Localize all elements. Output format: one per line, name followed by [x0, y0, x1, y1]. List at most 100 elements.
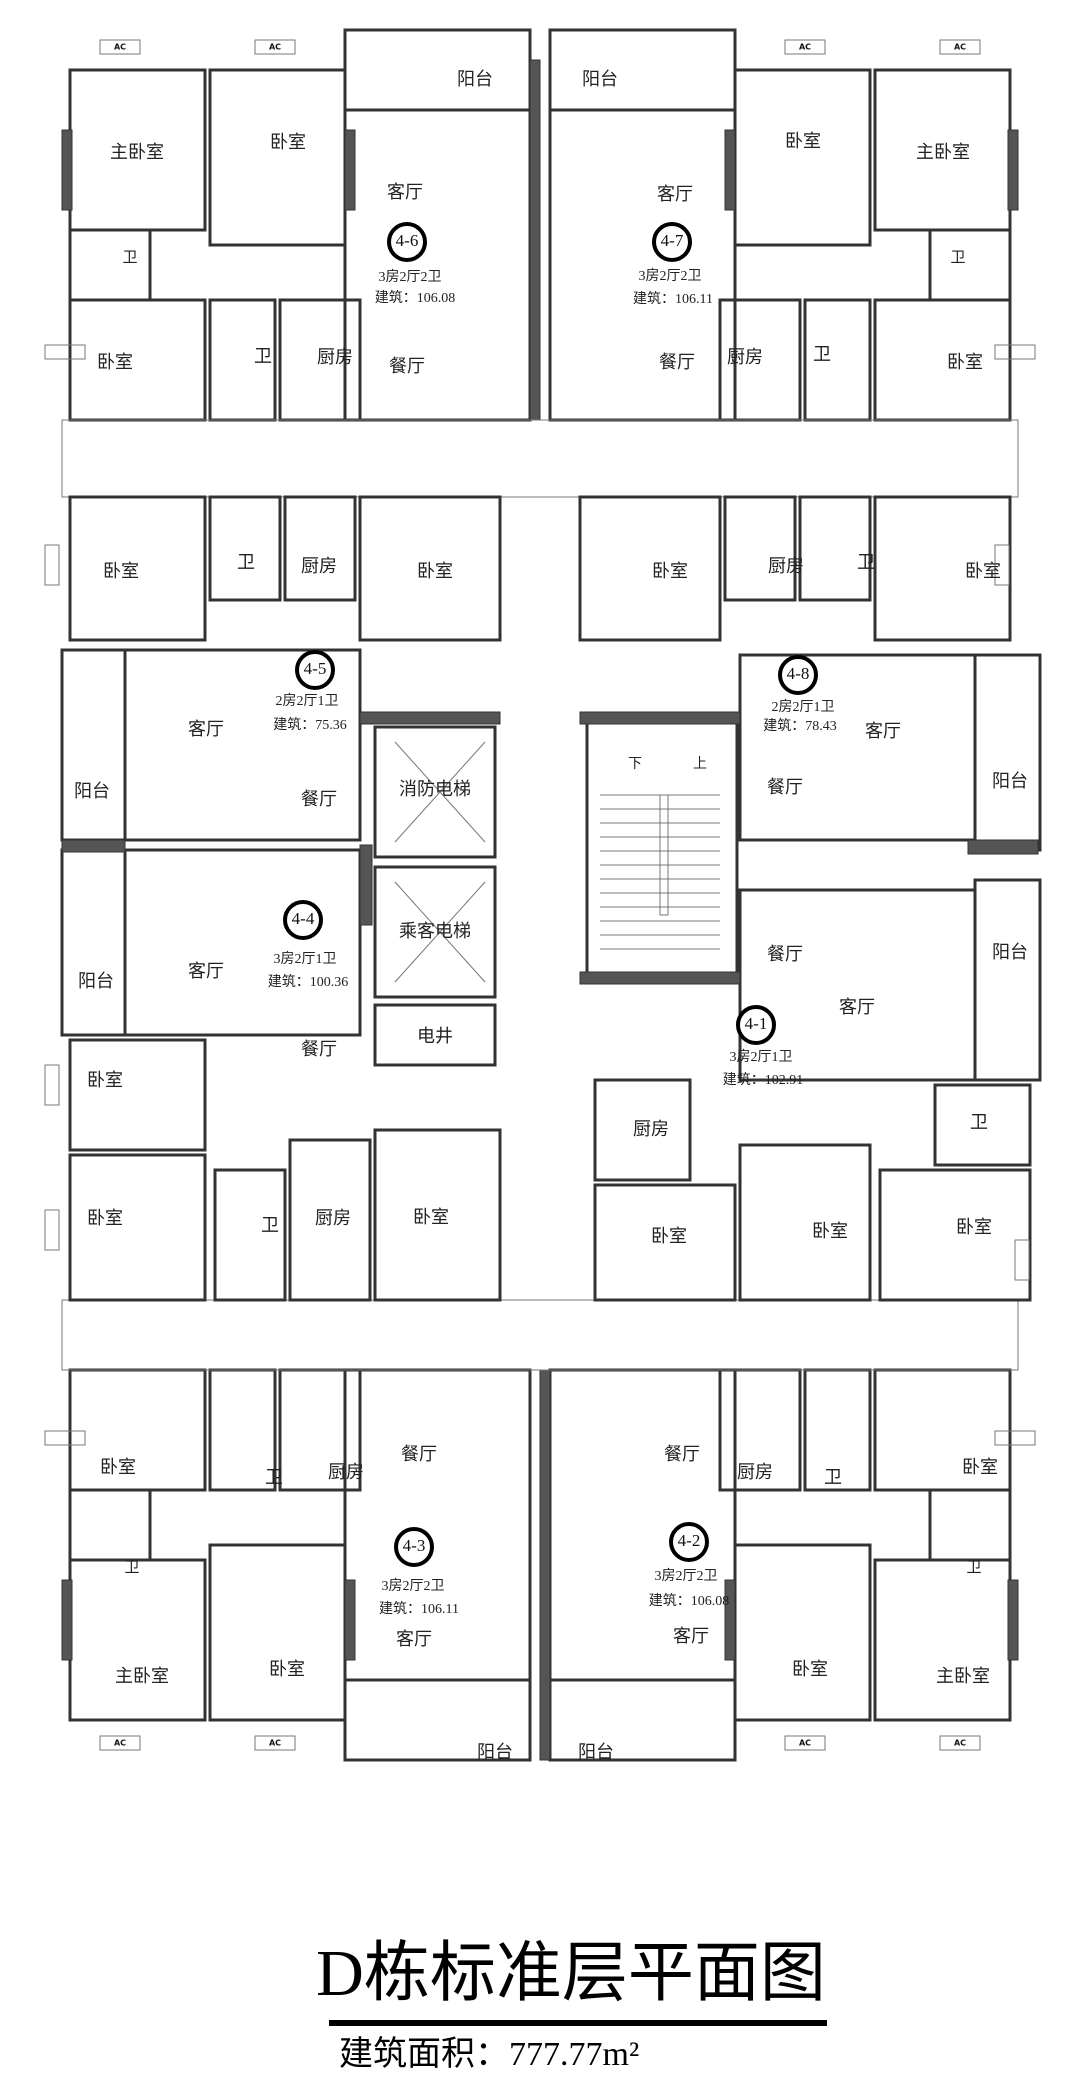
room-label-bedroom: 卧室: [269, 1659, 305, 1680]
unit-number-circle: [295, 650, 335, 690]
wall-pier: [579, 971, 741, 985]
ac-unit: [44, 544, 60, 586]
room-label-living: 客厅: [188, 961, 224, 982]
wall-pier: [344, 1579, 356, 1661]
walls-layer: [44, 28, 1042, 1762]
ac-unit: [44, 344, 86, 360]
unit-number-circle: [778, 655, 818, 695]
room-label-bath: 卫: [950, 248, 965, 266]
room-label-bath: 卫: [265, 1467, 283, 1488]
balcony-wall: [973, 653, 1042, 852]
room-label-kitchen: 厨房: [768, 556, 804, 577]
wall-pier: [61, 129, 73, 211]
ac-unit: [994, 1430, 1036, 1446]
balcony-wall: [343, 28, 532, 112]
living-room-wall: [738, 653, 977, 842]
room-label-balcony: 阳台: [477, 1742, 513, 1763]
room-label-dining: 餐厅: [659, 352, 695, 373]
room-label-bath: 卫: [966, 1558, 981, 1576]
bedroom-wall: [873, 298, 1012, 422]
room-label-bedroom: 卧室: [812, 1221, 848, 1242]
unit-area: 建筑：106.11: [379, 1601, 459, 1617]
unit-number: 4-5: [304, 659, 327, 678]
room-label-balcony: 阳台: [78, 971, 114, 992]
room-label-bedroom: 卧室: [792, 1659, 828, 1680]
room-label-bath: 卫: [122, 248, 137, 266]
bedroom-wall: [733, 1543, 872, 1722]
room-label-kitchen: 厨房: [633, 1119, 669, 1140]
unit-area: 建筑：78.43: [763, 718, 837, 734]
ac-label: AC: [799, 1739, 811, 1748]
title-block: D栋标准层平面图 建筑面积：777.77m²: [316, 1937, 827, 2073]
bathroom-wall: [68, 1488, 152, 1562]
unit-number-circle: [283, 900, 323, 940]
bedroom-wall: [68, 298, 207, 422]
wall-pier: [1007, 129, 1019, 211]
room-label-kitchen: 厨房: [301, 556, 337, 577]
unit-number: 4-2: [678, 1531, 701, 1550]
elevator-cross: [394, 741, 486, 843]
ac-label: AC: [799, 43, 811, 52]
building-area: 建筑面积：777.77m²: [339, 2035, 639, 2073]
room-label-bath: 卫: [824, 1467, 842, 1488]
electrical-shaft-label: 电井: [417, 1026, 453, 1047]
room-label-bath: 卫: [857, 552, 875, 573]
room-label-dining: 餐厅: [301, 789, 337, 810]
room-label-bath: 卫: [254, 346, 272, 367]
bedroom-wall: [68, 495, 207, 642]
room-label-dining: 餐厅: [767, 944, 803, 965]
room-label-living: 客厅: [865, 721, 901, 742]
bedroom-wall: [358, 495, 502, 642]
kitchen-wall: [593, 1078, 692, 1182]
room-label-bedroom: 卧室: [651, 1226, 687, 1247]
balcony-wall: [60, 648, 127, 842]
ac-unit: [939, 39, 981, 55]
unit-area: 建筑：106.11: [633, 291, 713, 307]
room-label-kitchen: 厨房: [328, 1462, 364, 1483]
unit-layout: 3房2厅2卫: [639, 268, 702, 284]
stair-down-label: 下: [628, 757, 642, 772]
ac-label: AC: [269, 1739, 281, 1748]
bedroom-wall: [68, 1153, 207, 1302]
room-label-bedroom: 卧室: [100, 1457, 136, 1478]
room-label-balcony: 阳台: [457, 69, 493, 90]
bedroom-wall: [373, 1128, 502, 1302]
bedroom-wall: [208, 68, 347, 247]
bedroom-wall: [208, 1543, 347, 1722]
stair-handrail: [659, 794, 669, 916]
room-label-bedroom: 卧室: [417, 561, 453, 582]
ac-unit: [44, 1209, 60, 1251]
room-label-kitchen: 厨房: [315, 1208, 351, 1229]
living-room-wall: [343, 1368, 532, 1682]
bathroom-wall: [928, 1488, 1012, 1562]
ac-unit: [939, 1735, 981, 1751]
bedroom-wall: [593, 1183, 737, 1302]
passenger-elevator-label: 乘客电梯: [399, 921, 471, 942]
wall-pier: [724, 1579, 736, 1661]
room-label-balcony: 阳台: [992, 771, 1028, 792]
room-label-living: 客厅: [657, 184, 693, 205]
room-label-dining: 餐厅: [389, 356, 425, 377]
unit-area: 建筑：106.08: [375, 290, 456, 306]
labels-layer: 主卧室卧室阳台客厅卫卧室卫厨房餐厅4-63房2厅2卫建筑：106.08阳台卧室主…: [74, 43, 1028, 1764]
balcony-wall: [548, 28, 737, 112]
unit-number-circle: [652, 222, 692, 262]
unit-area: 建筑：102.91: [723, 1072, 804, 1088]
title-underline: [329, 2020, 827, 2026]
unit-number: 4-6: [396, 231, 419, 250]
unit-area: 建筑：106.08: [649, 1593, 730, 1609]
unit-number: 4-1: [745, 1014, 768, 1033]
room-label-bedroom: 卧室: [87, 1070, 123, 1091]
room-label-master-bedroom: 主卧室: [936, 1666, 990, 1687]
unit-layout: 3房2厅2卫: [382, 1578, 445, 1594]
living-room-wall: [343, 108, 532, 422]
wall-pier: [967, 839, 1039, 855]
unit-number: 4-4: [292, 909, 315, 928]
drawing-title: D栋标准层平面图: [316, 1937, 826, 2010]
elevator-cross: [394, 881, 486, 983]
unit-area: 建筑：75.36: [273, 717, 347, 733]
ac-unit: [994, 544, 1010, 586]
wall-pier: [359, 844, 373, 926]
bathroom-wall: [213, 1168, 287, 1302]
unit-area: 建筑：100.36: [268, 974, 349, 990]
